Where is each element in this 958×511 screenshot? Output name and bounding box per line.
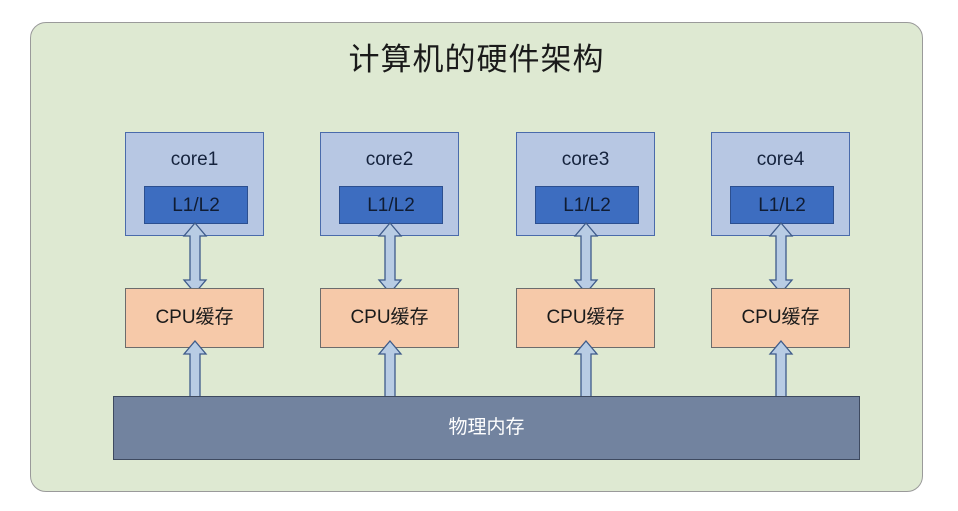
l1l2-label-2: L1/L2 (367, 195, 415, 216)
cpu-cache-box-2[interactable]: CPU缓存 (320, 288, 459, 348)
cpu-cache-label-3: CPU缓存 (546, 307, 625, 328)
arrow-core4-to-cache4 (768, 222, 794, 294)
core-label-1: core1 (170, 149, 219, 170)
l1l2-box-2[interactable]: L1/L2 (339, 186, 443, 224)
core-label-3: core3 (561, 149, 610, 170)
arrow-core1-to-cache1 (182, 222, 208, 294)
l1l2-label-3: L1/L2 (563, 195, 611, 216)
l1l2-box-3[interactable]: L1/L2 (535, 186, 639, 224)
l1l2-label-4: L1/L2 (758, 195, 806, 216)
cpu-cache-label-4: CPU缓存 (741, 307, 820, 328)
cpu-cache-box-4[interactable]: CPU缓存 (711, 288, 850, 348)
cpu-cache-label-2: CPU缓存 (350, 307, 429, 328)
l1l2-label-1: L1/L2 (172, 195, 220, 216)
physical-memory-bar[interactable]: 物理内存 (113, 396, 860, 460)
core-box-4[interactable]: core4 L1/L2 (711, 132, 850, 236)
l1l2-box-4[interactable]: L1/L2 (730, 186, 834, 224)
page-title: 计算机的硬件架构 (348, 42, 605, 77)
arrow-core3-to-cache3 (573, 222, 599, 294)
core-box-3[interactable]: core3 L1/L2 (516, 132, 655, 236)
arrow-core2-to-cache2 (377, 222, 403, 294)
cpu-cache-box-3[interactable]: CPU缓存 (516, 288, 655, 348)
core-box-2[interactable]: core2 L1/L2 (320, 132, 459, 236)
cpu-cache-box-1[interactable]: CPU缓存 (125, 288, 264, 348)
core-label-4: core4 (756, 149, 805, 170)
physical-memory-label: 物理内存 (448, 417, 525, 438)
cpu-cache-label-1: CPU缓存 (155, 307, 234, 328)
l1l2-box-1[interactable]: L1/L2 (144, 186, 248, 224)
core-label-2: core2 (365, 149, 414, 170)
core-box-1[interactable]: core1 L1/L2 (125, 132, 264, 236)
